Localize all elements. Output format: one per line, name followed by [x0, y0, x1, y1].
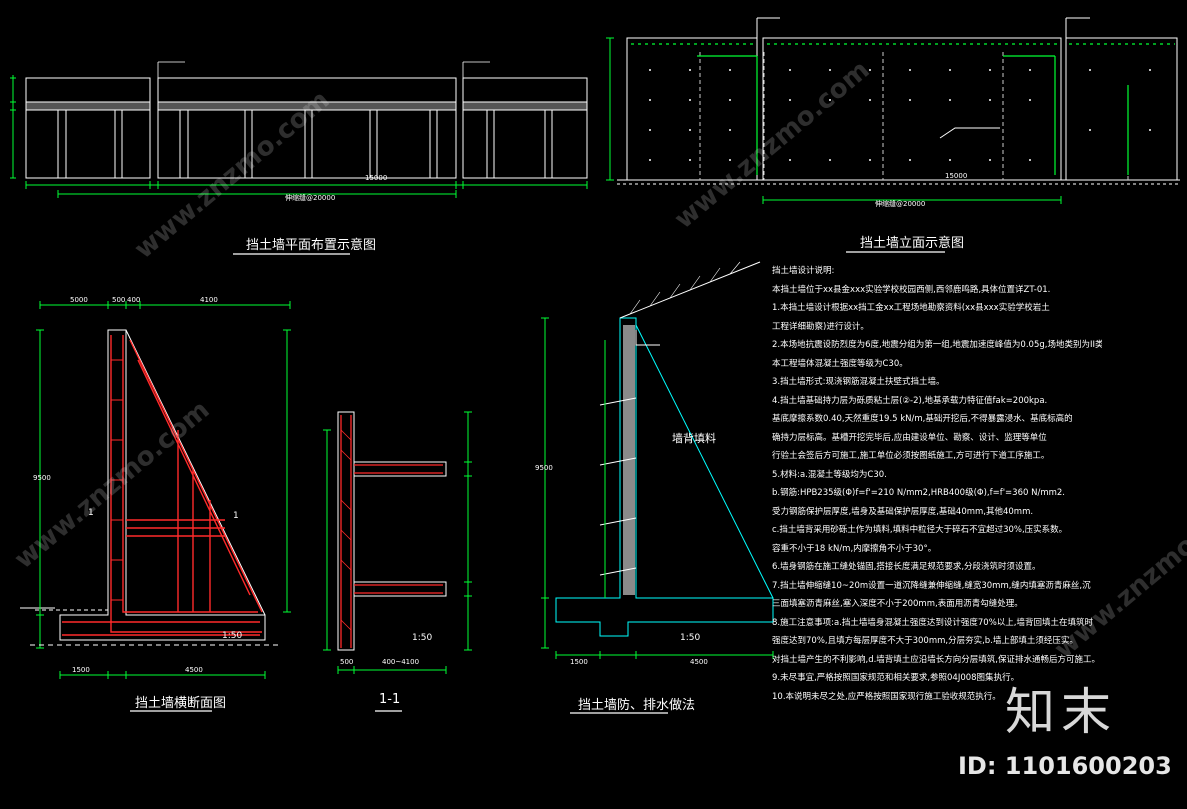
sec-bot-dim-b: 4500: [185, 666, 203, 674]
plan-dimensions: [25, 181, 588, 198]
note-line: 5.材料:a.混凝土等级均为C30.: [772, 469, 887, 480]
s11-bot-dim: 400~4100: [382, 658, 419, 666]
note-line: 1.本挡土墙设计根据xx挡工金xx工程场地勘察资料(xx县xxx实验学校岩土: [772, 303, 1050, 313]
elevation-view: [617, 37, 1180, 185]
note-line: 受力钢筋保护层厚度,墙身及基础保护层厚度,基础40mm,其他40mm.: [772, 506, 1034, 517]
note-line: 本挡土墙位于xx县金xxx实验学校校园西侧,西邻鹿鸣路,具体位置详ZT-01.: [772, 284, 1051, 295]
drainage-gravel: [623, 325, 635, 595]
plan-callouts: [157, 61, 490, 78]
plan-sub-dim: 伸缩缝@20000: [285, 193, 335, 202]
elevation-dots: [649, 69, 1151, 161]
sec-top-dim-a: 5000: [70, 296, 88, 304]
note-line: c.挡土墙背采用砂砾土作为填料,填料中粒径大于碎石不宜超过30%,压实系数。: [772, 525, 1068, 535]
dr-slope: 1:50: [680, 633, 700, 643]
note-line: 三面填塞沥青麻丝,塞入深度不小于200mm,表面用沥青勾缝处理。: [772, 599, 1023, 609]
section-rebar: [62, 335, 263, 636]
sec-top-dim-d: 4100: [200, 296, 218, 304]
note-line: 工程详细勘察)进行设计。: [772, 321, 869, 332]
sec-mark-left: 1: [88, 508, 94, 518]
plan-view: [10, 75, 588, 179]
dr-bot-dim-b: 4500: [690, 658, 708, 666]
note-line: 6.墙身钢筋在施工缝处锚固,搭接长度满足规范要求,分段浇筑时须设置。: [772, 562, 1041, 572]
elev-sub-dim: 伸缩缝@20000: [875, 199, 925, 208]
section11-dimensions: [323, 411, 472, 674]
s11-slope: 1:50: [412, 633, 432, 643]
sec-bot-dim-a: 1500: [72, 666, 90, 674]
note-line: 8.施工注意事项:a.挡土墙墙身混凝土强度达到设计强度70%以上,墙背回填土在填…: [772, 617, 1093, 628]
section-dimensions: [30, 301, 291, 679]
plan-total-dim: 15000: [365, 174, 387, 182]
note-line: 确持力层标高。基槽开挖完毕后,应由建设单位、勘察、设计、监理等单位: [772, 432, 1047, 443]
elevation-title: 挡土墙立面示意图: [860, 236, 965, 251]
section-title: 挡土墙横断面图: [135, 696, 227, 711]
note-line: 10.本说明未尽之处,应严格按照国家现行施工验收规范执行。: [772, 691, 1001, 702]
design-notes: 挡土墙设计说明: 本挡土墙位于xx县金xxx实验学校校园西侧,西邻鹿鸣路,具体位…: [772, 262, 1102, 706]
section-structure: [20, 329, 266, 641]
note-line: 2.本场地抗震设防烈度为6度,地震分组为第一组,地震加速度峰值为0.05g,场地…: [772, 340, 1102, 350]
sec-height-dim: 9500: [33, 474, 51, 482]
plan-title: 挡土墙平面布置示意图: [246, 238, 377, 253]
brand-logo: 知末: [1005, 683, 1117, 741]
note-line: 3.挡土墙形式:现浇钢筋混凝土扶壁式挡土墙。: [772, 377, 945, 387]
note-line: 容重不小于18 kN/m,内摩擦角不小于30°。: [772, 543, 937, 554]
s11-left-dim: 500: [340, 658, 353, 666]
title-underlines: [130, 251, 945, 714]
drainage-structure: [555, 317, 774, 637]
elevation-rebar-top: [631, 43, 1175, 175]
note-line: 行验土会签后方可施工,施工单位必须按图纸施工,方可进行下道工序施工。: [772, 451, 1050, 461]
elevation-dimensions: [606, 17, 1090, 204]
elev-total-dim: 15000: [945, 172, 967, 180]
note-line: 强度达到70%,且填方每层厚度不大于300mm,分层夯实,b.墙上部填土须经压实…: [772, 636, 1078, 646]
section11-structure: [337, 411, 447, 651]
note-line: b.钢筋:HPB235级(Φ)f=f'=210 N/mm2,HRB400级(Φ)…: [772, 488, 1066, 498]
sec-top-dim-c: 400: [127, 296, 140, 304]
sec-mark-right: 1: [233, 511, 239, 521]
asset-id: ID: 1101600203: [958, 752, 1172, 780]
drainage-slope: [619, 261, 761, 346]
sec-top-dim-b: 500: [112, 296, 125, 304]
drainage-dimensions: [541, 317, 774, 659]
note-line: 基底摩擦系数0.40,天然重度19.5 kN/m,基础开挖后,不得暴露浸水、基底…: [772, 414, 1073, 424]
dr-height-dim: 9500: [535, 464, 553, 472]
section11-title: 1-1: [379, 692, 401, 707]
note-line: 挡土墙设计说明:: [772, 266, 835, 276]
note-line: 4.挡土墙基础持力层为砾质粘土层(②-2),地基承载力特征值fak=200kpa…: [772, 395, 1048, 406]
sec-slope: 1:50: [222, 631, 242, 641]
note-line: 9.未尽事宜,严格按照国家规范和相关要求,参照04J008图集执行。: [772, 673, 1020, 683]
note-line: 对挡土墙产生的不利影响,d.墙背填土应沿墙长方向分层填筑,保证排水通畅后方可施工…: [772, 654, 1101, 665]
note-line: 本工程墙体混凝土强度等级为C30。: [772, 358, 908, 369]
drainage-pipes: [599, 397, 637, 576]
dr-bot-dim-a: 1500: [570, 658, 588, 666]
note-line: 7.挡土墙伸缩缝10~20m设置一道沉降缝兼伸缩缝,缝宽30mm,缝内填塞沥青麻…: [772, 580, 1091, 591]
section11-rebar: [340, 415, 443, 648]
drainage-title: 挡土墙防、排水做法: [578, 698, 696, 713]
dr-fill-label: 墙背填料: [672, 431, 716, 445]
